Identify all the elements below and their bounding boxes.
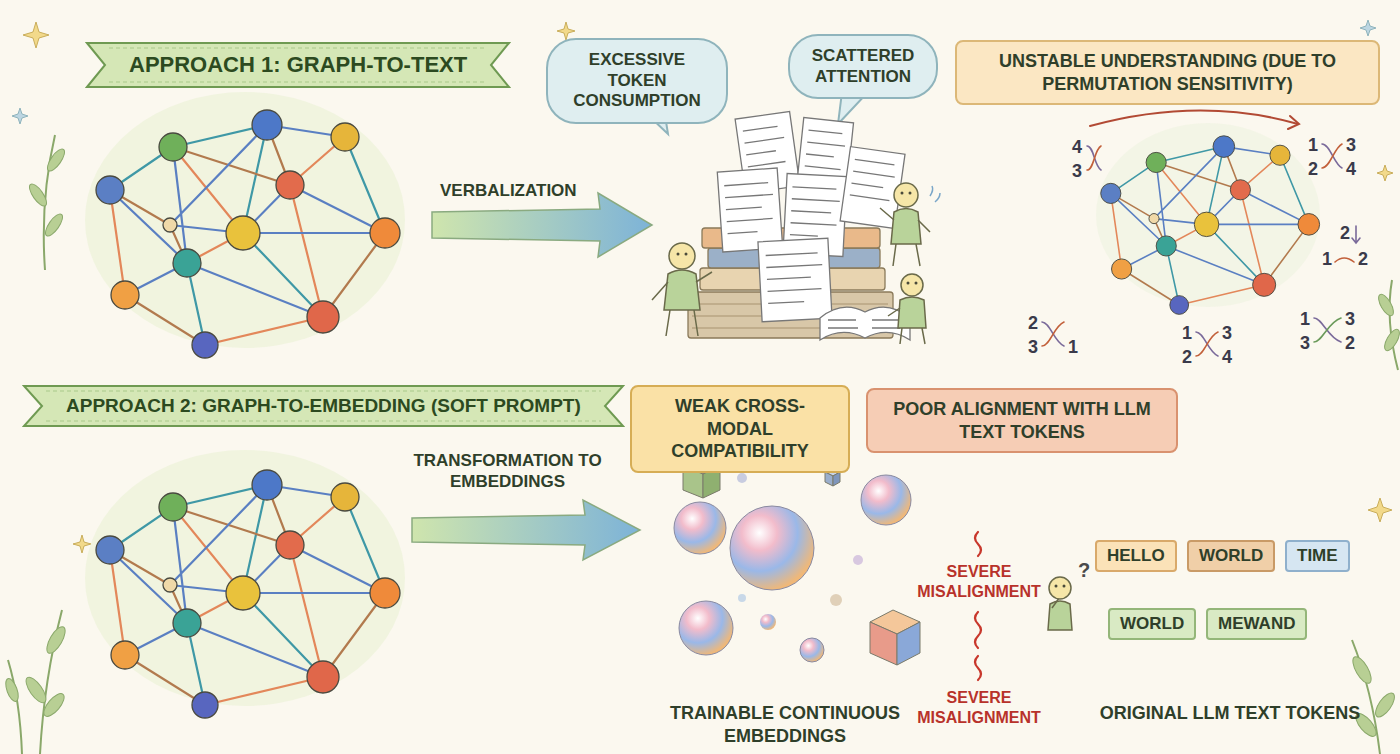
- node-text: EXCESSIVE TOKEN CONSUMPTION: [560, 50, 714, 112]
- permutation-number: 3: [1222, 322, 1232, 345]
- problem-box: POOR ALIGNMENT WITH LLM TEXT TOKENS: [866, 388, 1178, 453]
- text-token: MEWAND: [1206, 608, 1307, 640]
- node-text: WEAK CROSS-MODAL COMPATIBILITY: [644, 395, 836, 463]
- text-token: HELLO: [1095, 540, 1177, 572]
- permutation-number: 3: [1028, 336, 1038, 359]
- problem-box: WEAK CROSS-MODAL COMPATIBILITY: [630, 385, 850, 473]
- ribbon-outline: [24, 386, 623, 426]
- permutation-number: 2: [1028, 312, 1038, 335]
- text-token: TIME: [1285, 540, 1350, 572]
- ribbon-outline: [87, 43, 509, 87]
- permutation-number: 2: [1182, 346, 1192, 369]
- permutation-number: 3: [1345, 308, 1355, 331]
- node-text: WORLD: [1199, 546, 1263, 566]
- permutation-number: 1: [1322, 248, 1332, 271]
- arrow-label: VERBALIZATION: [440, 180, 577, 201]
- caption: ORIGINAL LLM TEXT TOKENS: [1090, 702, 1370, 725]
- node-text: UNSTABLE UNDERSTANDING (DUE TO PERMUTATI…: [969, 50, 1366, 95]
- text-token: WORLD: [1108, 608, 1196, 640]
- approach-banner: APPROACH 2: GRAPH-TO-EMBEDDING (SOFT PRO…: [22, 383, 625, 429]
- permutation-number: 4: [1222, 346, 1232, 369]
- permutation-number: 2: [1308, 158, 1318, 181]
- speech-bubble: EXCESSIVE TOKEN CONSUMPTION: [546, 38, 728, 124]
- node-text: WORLD: [1120, 614, 1184, 634]
- node-text: APPROACH 1: GRAPH-TO-TEXT: [129, 52, 467, 78]
- warning-label: SEVERE MISALIGNMENT: [912, 688, 1046, 728]
- speech-bubble: SCATTERED ATTENTION: [788, 34, 938, 99]
- permutation-number: 2: [1358, 248, 1368, 271]
- warning-label: SEVERE MISALIGNMENT: [912, 562, 1046, 602]
- permutation-number: 3: [1346, 134, 1356, 157]
- permutation-number: 4: [1346, 158, 1356, 181]
- permutation-number: 1: [1068, 336, 1078, 359]
- node-text: HELLO: [1107, 546, 1165, 566]
- caption: TRAINABLE CONTINUOUS EMBEDDINGS: [615, 702, 955, 747]
- permutation-number: 1: [1308, 134, 1318, 157]
- node-text: MEWAND: [1218, 614, 1295, 634]
- approach-banner: APPROACH 1: GRAPH-TO-TEXT: [85, 40, 511, 90]
- permutation-number: 3: [1072, 160, 1082, 183]
- node-text: SCATTERED ATTENTION: [802, 46, 924, 87]
- question-mark: ?: [1078, 558, 1090, 583]
- arrow-label: TRANSFORMATION TO EMBEDDINGS: [405, 450, 610, 493]
- permutation-number: 3: [1300, 332, 1310, 355]
- permutation-number: 2: [1345, 332, 1355, 355]
- ribbon-stitch: [109, 48, 487, 82]
- permutation-number: 4: [1072, 136, 1082, 159]
- permutation-number: 2: [1340, 222, 1350, 245]
- node-text: APPROACH 2: GRAPH-TO-EMBEDDING (SOFT PRO…: [66, 395, 581, 417]
- text-token: WORLD: [1187, 540, 1275, 572]
- node-text: TIME: [1297, 546, 1338, 566]
- permutation-number: 1: [1182, 322, 1192, 345]
- node-text: POOR ALIGNMENT WITH LLM TEXT TOKENS: [880, 398, 1164, 443]
- problem-box: UNSTABLE UNDERSTANDING (DUE TO PERMUTATI…: [955, 40, 1380, 105]
- permutation-number: 1: [1300, 308, 1310, 331]
- ribbon-stitch: [46, 391, 601, 421]
